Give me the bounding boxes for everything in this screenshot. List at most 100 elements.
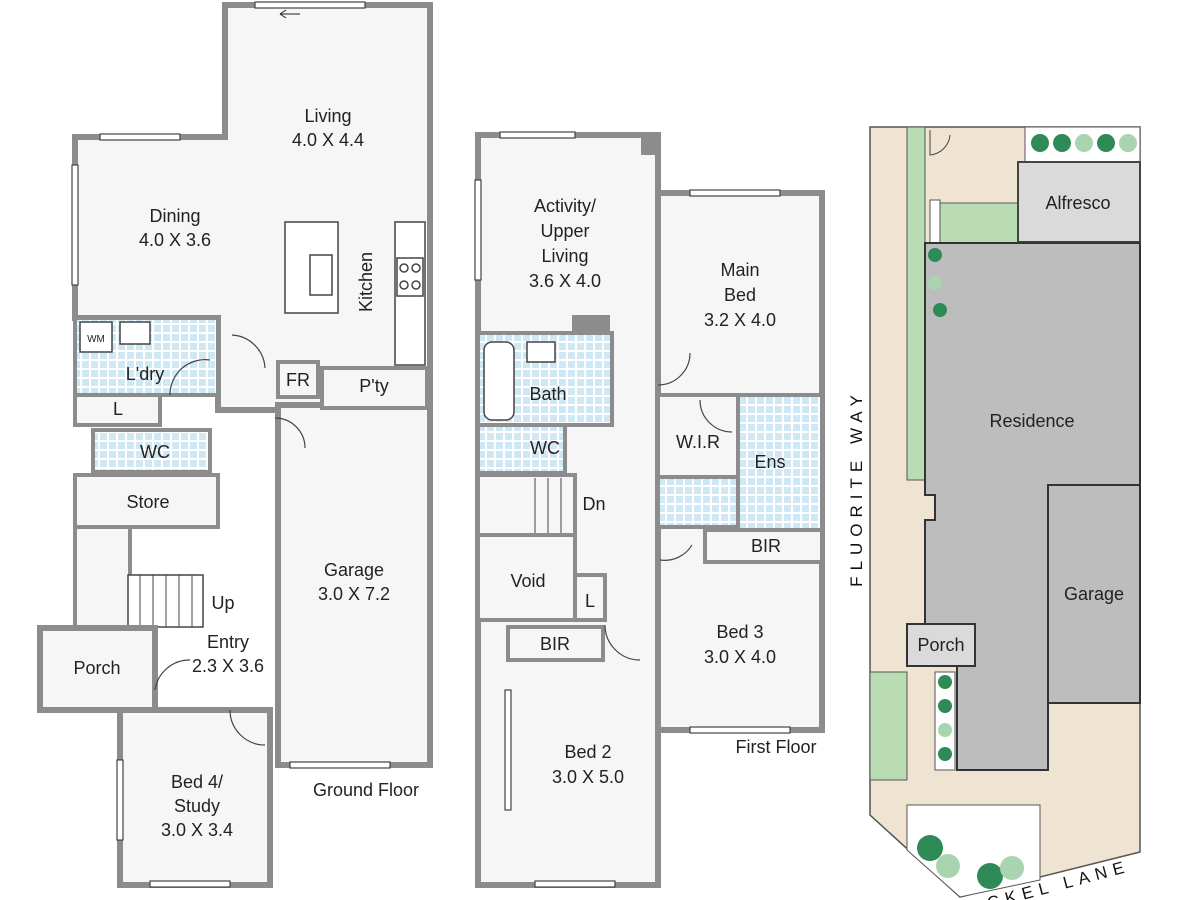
- staircase: [127, 574, 204, 628]
- bath-label: Bath: [529, 384, 566, 404]
- vanity-icon: [526, 341, 556, 363]
- site-garage-label: Garage: [1064, 584, 1124, 604]
- door-swing: [231, 334, 266, 369]
- bed4-size: 3.0 X 3.4: [161, 820, 233, 840]
- entry-size: 2.3 X 3.6: [192, 656, 264, 676]
- washing-machine-label: WM: [87, 334, 105, 345]
- store-label: Store: [126, 492, 169, 512]
- void-area: [476, 533, 577, 622]
- ground-floor-caption: Ground Floor: [313, 780, 419, 800]
- window: [499, 131, 576, 139]
- living-label: Living: [304, 106, 351, 126]
- bir-bed2-label: BIR: [540, 634, 570, 654]
- laundry-tub: [119, 321, 151, 345]
- stairs-up-label: Up: [211, 593, 234, 613]
- lawn-strip: [906, 126, 926, 481]
- fridge-space: [276, 360, 320, 399]
- main-bed-label-2: Bed: [724, 285, 756, 305]
- porch-room: [37, 625, 158, 713]
- door-swing: [659, 544, 693, 561]
- activity-label: Activity/: [534, 196, 596, 216]
- window: [504, 689, 512, 811]
- alfresco-label: Alfresco: [1045, 193, 1110, 213]
- door-swing: [657, 352, 691, 386]
- window: [116, 759, 124, 841]
- living-size: 4.0 X 4.4: [292, 130, 364, 150]
- bed2-size: 3.0 X 5.0: [552, 767, 624, 787]
- linen-cupboard: [73, 393, 162, 427]
- first-floor: Activity/ Upper Living 3.6 X 4.0 Main Be…: [474, 131, 825, 888]
- bed3-label: Bed 3: [716, 622, 763, 642]
- door-swing: [604, 624, 641, 661]
- porch-label: Porch: [73, 658, 120, 678]
- street-name-side: FLUORITE WAY: [847, 389, 866, 587]
- tree-icons: [917, 134, 1137, 889]
- activity-size: 3.6 X 4.0: [529, 271, 601, 291]
- sink-icon: [309, 254, 333, 296]
- upper-wc-room: [476, 423, 567, 475]
- activity-label-3: Living: [541, 246, 588, 266]
- garage-size: 3.0 X 7.2: [318, 584, 390, 604]
- upper-linen-label: L: [585, 591, 595, 611]
- window: [689, 726, 791, 734]
- main-bed-size: 3.2 X 4.0: [704, 310, 776, 330]
- ensuite-room: [736, 393, 824, 532]
- door-swing: [699, 399, 733, 433]
- fridge-label: FR: [286, 370, 310, 390]
- stairs-down-label: Dn: [582, 494, 605, 514]
- alfresco-area: [1017, 161, 1141, 243]
- linen-label: L: [113, 399, 123, 419]
- upper-wc-label: WC: [530, 438, 560, 458]
- slide-arrow-icon: [279, 9, 300, 19]
- ensuite-label: Ens: [754, 452, 785, 472]
- dining-label: Dining: [149, 206, 200, 226]
- wir-label: W.I.R: [676, 432, 720, 452]
- duct: [572, 315, 610, 335]
- staircase: [534, 478, 562, 533]
- bathtub-icon: [483, 341, 515, 421]
- under-stair: [73, 525, 132, 629]
- first-floor-caption: First Floor: [736, 737, 817, 757]
- main-bed-label: Main: [720, 260, 759, 280]
- pantry-room: [320, 366, 429, 410]
- upper-linen: [573, 573, 607, 622]
- door-swing: [169, 359, 211, 396]
- kitchen-label: Kitchen: [356, 252, 376, 312]
- door-swing: [154, 659, 191, 691]
- site-plan: Alfresco Residence Garage Porch FLUORITE…: [847, 126, 1141, 900]
- column: [641, 137, 656, 155]
- window: [689, 189, 781, 197]
- window: [99, 133, 181, 141]
- door-swing: [229, 709, 266, 746]
- bir-bed2: [506, 625, 605, 662]
- cooktop-icon: [396, 257, 424, 297]
- door-swing: [274, 417, 306, 449]
- activity-label-2: Upper: [540, 221, 589, 241]
- window: [71, 164, 79, 286]
- porch-footprint: [906, 623, 976, 667]
- store-room: [73, 473, 220, 529]
- window: [149, 880, 231, 888]
- washing-machine: [79, 321, 113, 353]
- planter: [934, 671, 956, 771]
- dining-size: 4.0 X 3.6: [139, 230, 211, 250]
- laundry-label: L'dry: [126, 364, 164, 384]
- ensuite-wc-area: [656, 475, 740, 529]
- bir-bed3: [703, 528, 824, 564]
- entry-label: Entry: [207, 632, 249, 652]
- garage-door: [289, 761, 391, 769]
- pantry-label: P'ty: [359, 376, 388, 396]
- bed4-label: Bed 4/: [171, 772, 223, 792]
- window: [534, 880, 616, 888]
- gate-swing: [929, 130, 951, 156]
- garage-footprint: [1047, 484, 1141, 704]
- bed3-size: 3.0 X 4.0: [704, 647, 776, 667]
- residence-label: Residence: [989, 411, 1074, 431]
- ground-floor: Living 4.0 X 4.4 Dining 4.0 X 3.6 Kitche…: [37, 1, 433, 888]
- window: [474, 179, 482, 281]
- bed4-label-2: Study: [174, 796, 220, 816]
- sliding-door: [254, 1, 366, 9]
- wc-label: WC: [140, 442, 170, 462]
